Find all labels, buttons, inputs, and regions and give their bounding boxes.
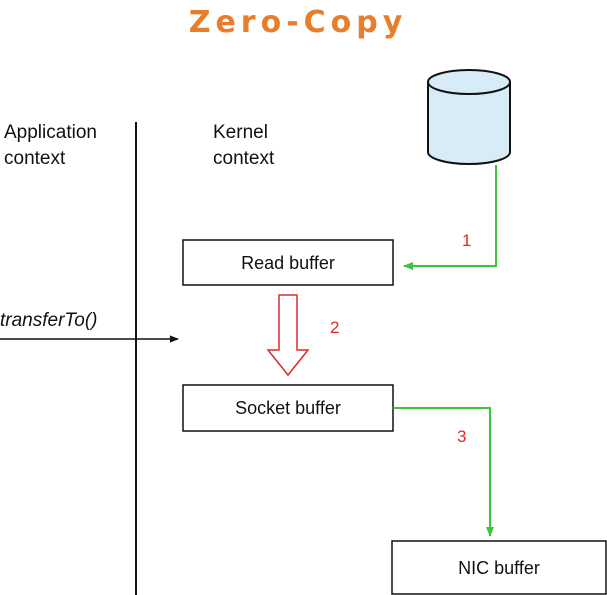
socket-buffer-box: Socket buffer [182,384,394,432]
nic-buffer-box: NIC buffer [391,540,607,595]
kernel-context-label: Kernel context [213,122,275,169]
disk-icon [427,69,511,165]
dma-arrow-disk-to-read-buffer [403,165,497,270]
step-3-label: 3 [457,427,466,446]
diagram-title: Zero-Copy [189,5,408,40]
transfer-to-call-label: transferTo() [0,310,98,331]
dma-arrow-socket-to-nic [393,407,494,537]
step-1-label: 1 [462,231,471,250]
nic-buffer-label: NIC buffer [458,558,540,578]
read-buffer-box: Read buffer [182,239,394,286]
copy-arrow-read-to-socket [266,294,310,377]
socket-buffer-label: Socket buffer [235,398,341,418]
application-context-label: Application context [4,122,102,169]
step-2-label: 2 [330,318,339,337]
read-buffer-label: Read buffer [241,253,335,273]
